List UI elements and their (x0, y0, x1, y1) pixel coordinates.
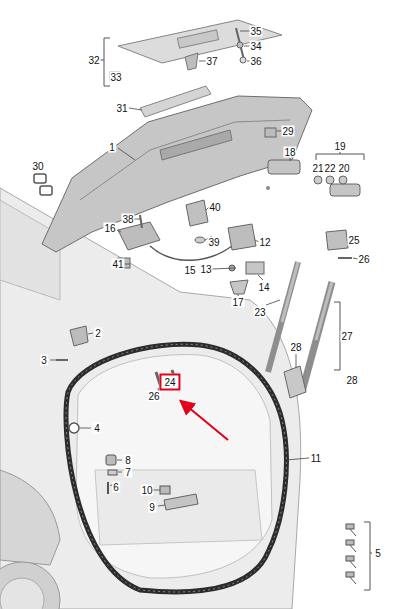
callout-number: 12 (258, 237, 271, 248)
callout-number: 37 (205, 56, 218, 67)
callout-number: 20 (337, 163, 350, 174)
callout-number: 23 (253, 307, 266, 318)
callout-number: 1 (108, 142, 116, 153)
callout-number: 31 (115, 103, 128, 114)
callout-number: 10 (140, 485, 153, 496)
callout-number: 19 (333, 141, 346, 152)
callout-number: 40 (208, 202, 221, 213)
callout-number: 35 (249, 26, 262, 37)
highlight-box: 24 (159, 374, 180, 391)
callout-number: 29 (281, 126, 294, 137)
callout-number: 16 (103, 223, 116, 234)
callout-number: 8 (124, 455, 132, 466)
callout-number: 6 (112, 482, 120, 493)
callout-number: 38 (121, 214, 134, 225)
callout-number: 3 (40, 355, 48, 366)
callout-number: 41 (111, 259, 124, 270)
callout-number: 33 (109, 72, 122, 83)
callout-number: 25 (347, 235, 360, 246)
callout-number: 18 (283, 147, 296, 158)
callout-number: 17 (231, 297, 244, 308)
callout-number: 15 (183, 265, 196, 276)
callout-number: 32 (87, 55, 100, 66)
callout-number: 28 (289, 342, 302, 353)
callout-number: 27 (340, 331, 353, 342)
callout-number: 13 (199, 264, 212, 275)
callout-number: 14 (257, 282, 270, 293)
callout-number: 26 (147, 391, 160, 402)
callout-number: 5 (374, 548, 382, 559)
callout-number: 39 (207, 237, 220, 248)
callout-number: 34 (249, 41, 262, 52)
callout-number: 28 (345, 375, 358, 386)
callout-number: 2 (94, 328, 102, 339)
callout-number: 11 (310, 453, 322, 464)
callout-number: 7 (124, 467, 132, 478)
callout-number: 36 (249, 56, 262, 67)
callout-number: 30 (31, 161, 44, 172)
callout-number: 26 (357, 254, 370, 265)
callout-number: 4 (93, 423, 101, 434)
callout-number: 22 (323, 163, 336, 174)
callout-number: 24 (161, 376, 178, 389)
callout-number: 9 (148, 502, 156, 513)
